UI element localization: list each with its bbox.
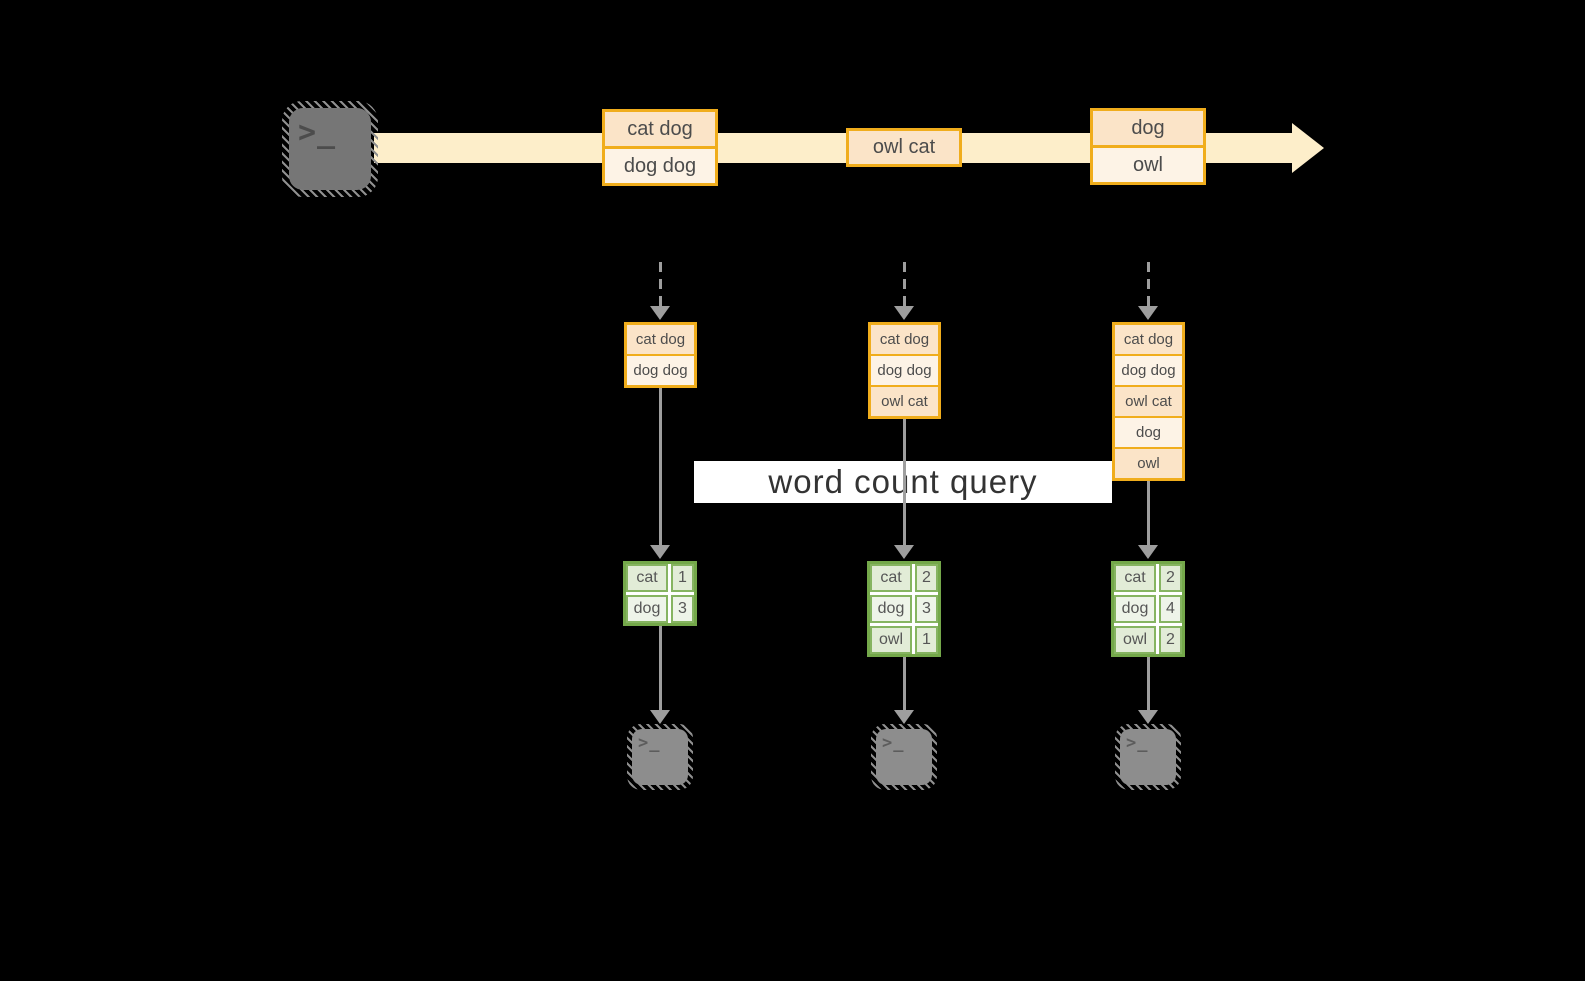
count-word-cell: cat	[870, 564, 912, 592]
count-word-cell: cat	[626, 564, 668, 592]
count-value-cell: 1	[915, 626, 938, 654]
flow-line	[658, 626, 662, 710]
stream-event-box: dog owl	[1090, 108, 1206, 185]
event-buffer-stack: cat dog dog dog owl cat	[868, 322, 941, 419]
flow-line	[658, 388, 662, 545]
source-terminal-icon: >_	[282, 101, 378, 197]
buffer-row: dog dog	[871, 354, 938, 385]
count-word-cell: dog	[1114, 595, 1156, 623]
terminal-body	[876, 729, 932, 785]
count-value-cell: 1	[671, 564, 694, 592]
flow-line	[1146, 657, 1150, 710]
query-banner-label: word count query	[768, 463, 1038, 500]
buffer-row: owl	[1115, 447, 1182, 478]
arrow-head-icon	[1138, 545, 1158, 559]
flow-line	[902, 419, 906, 545]
buffer-row: cat dog	[627, 325, 694, 354]
flow-line	[1146, 481, 1150, 545]
flow-line	[902, 657, 906, 710]
buffer-row: cat dog	[871, 325, 938, 354]
buffer-row: dog	[1115, 416, 1182, 447]
arrow-head-icon	[650, 710, 670, 724]
stream-event-box: owl cat	[846, 128, 962, 167]
terminal-prompt-glyph: >_	[638, 733, 661, 753]
stream-event-row: dog	[1093, 111, 1203, 145]
terminal-prompt-glyph: >_	[882, 733, 905, 753]
terminal-prompt-glyph: >_	[1126, 733, 1149, 753]
event-buffer-stack: cat dog dog dog owl cat dog owl	[1112, 322, 1185, 481]
count-word-cell: owl	[870, 626, 912, 654]
terminal-prompt-glyph: >_	[298, 115, 337, 150]
arrow-head-icon	[1138, 710, 1158, 724]
stream-event-box: cat dog dog dog	[602, 109, 718, 186]
stream-event-row: owl	[1093, 145, 1203, 182]
count-value-cell: 3	[915, 595, 938, 623]
terminal-body	[632, 729, 688, 785]
count-word-cell: cat	[1114, 564, 1156, 592]
sink-terminal-icon: >_	[1115, 724, 1181, 790]
event-buffer-stack: cat dog dog dog	[624, 322, 697, 388]
count-value-cell: 2	[915, 564, 938, 592]
arrow-head-icon	[894, 545, 914, 559]
count-value-cell: 2	[1159, 564, 1182, 592]
buffer-row: owl cat	[1115, 385, 1182, 416]
count-word-cell: dog	[626, 595, 668, 623]
terminal-body	[289, 108, 371, 190]
count-value-cell: 3	[671, 595, 694, 623]
stream-arrow-head-icon	[1292, 123, 1324, 173]
buffer-row: dog dog	[1115, 354, 1182, 385]
count-value-cell: 2	[1159, 626, 1182, 654]
sink-terminal-icon: >_	[627, 724, 693, 790]
snapshot-dashed-line	[902, 262, 906, 306]
snapshot-dashed-line	[658, 262, 662, 306]
arrow-head-icon	[650, 306, 670, 320]
buffer-row: owl cat	[871, 385, 938, 416]
buffer-row: cat dog	[1115, 325, 1182, 354]
count-table: cat 1 dog 3	[623, 561, 697, 626]
stream-event-row: cat dog	[605, 112, 715, 146]
stream-event-row: owl cat	[849, 131, 959, 164]
count-table: cat 2 dog 3 owl 1	[867, 561, 941, 657]
arrow-head-icon	[894, 306, 914, 320]
snapshot-dashed-line	[1146, 262, 1150, 306]
count-table: cat 2 dog 4 owl 2	[1111, 561, 1185, 657]
buffer-row: dog dog	[627, 354, 694, 385]
terminal-body	[1120, 729, 1176, 785]
arrow-head-icon	[894, 710, 914, 724]
arrow-head-icon	[1138, 306, 1158, 320]
count-word-cell: dog	[870, 595, 912, 623]
stream-event-row: dog dog	[605, 146, 715, 183]
sink-terminal-icon: >_	[871, 724, 937, 790]
count-word-cell: owl	[1114, 626, 1156, 654]
arrow-head-icon	[650, 545, 670, 559]
count-value-cell: 4	[1159, 595, 1182, 623]
